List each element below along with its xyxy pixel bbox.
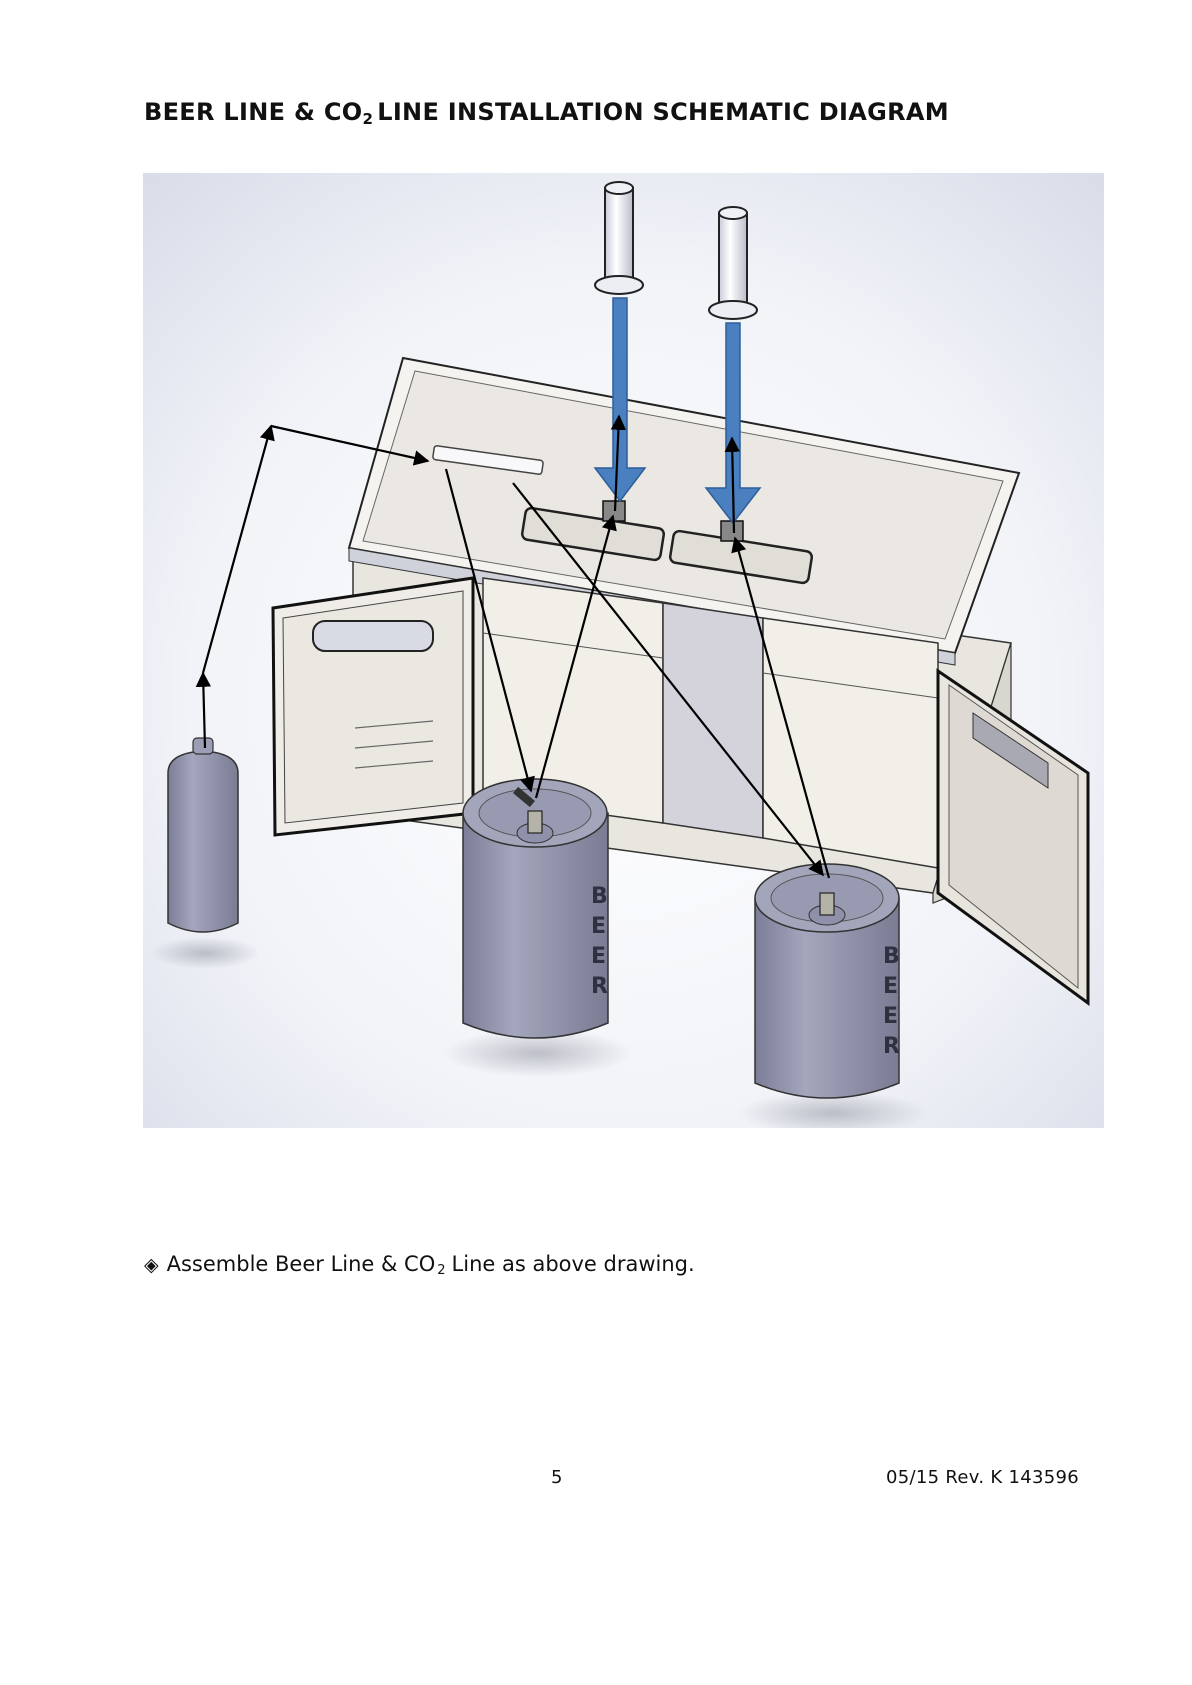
beer-keg-right: B E E R bbox=[755, 864, 900, 1098]
keg-letter: E bbox=[883, 974, 898, 999]
revision-code: 05/15 Rev. K 143596 bbox=[886, 1467, 1079, 1488]
keg-letter: R bbox=[591, 974, 608, 999]
keg-letter: B bbox=[883, 944, 900, 969]
schematic-svg: B E E R B E E R bbox=[143, 173, 1104, 1128]
note-subscript: 2 bbox=[437, 1263, 445, 1278]
keg-letter: R bbox=[883, 1034, 900, 1059]
keg-letter: E bbox=[883, 1004, 898, 1029]
schematic-diagram: B E E R B E E R bbox=[143, 173, 1104, 1128]
page-number: 5 bbox=[551, 1467, 562, 1488]
title-pre: BEER LINE & CO bbox=[144, 98, 362, 126]
note-text-post: Line as above drawing. bbox=[452, 1252, 695, 1276]
keg-letter: B bbox=[591, 884, 608, 909]
note-text-pre: Assemble Beer Line & CO bbox=[167, 1252, 436, 1276]
title-subscript: 2 bbox=[362, 110, 373, 128]
co2-cylinder bbox=[168, 738, 238, 932]
keg-letter: E bbox=[591, 944, 606, 969]
title-post: LINE INSTALLATION SCHEMATIC DIAGRAM bbox=[377, 98, 949, 126]
diamond-bullet-icon: ◈ bbox=[144, 1254, 159, 1276]
keg-letter: E bbox=[591, 914, 606, 939]
left-door bbox=[273, 578, 473, 835]
beer-keg-left: B E E R bbox=[463, 779, 608, 1038]
